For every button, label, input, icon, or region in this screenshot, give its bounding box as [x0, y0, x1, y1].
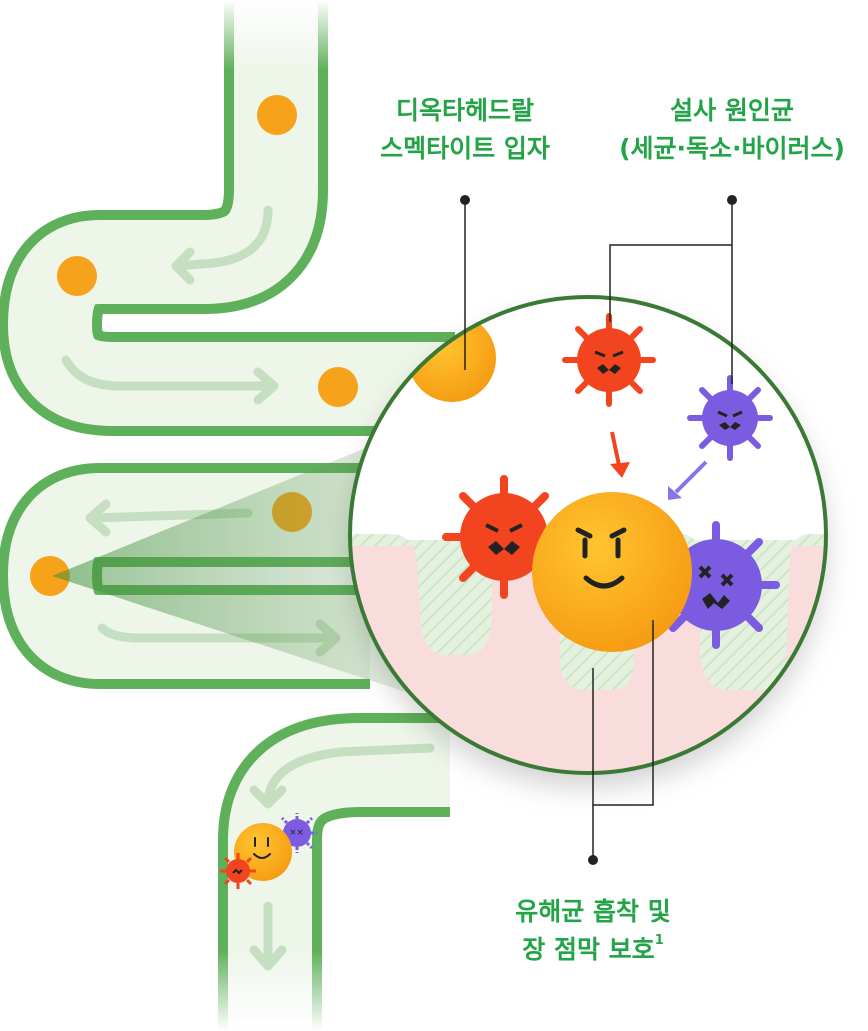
- flow-arrow-icon: [263, 743, 435, 805]
- smectite-particle: [257, 95, 297, 135]
- flow-arrow-icon: [97, 623, 339, 643]
- smectite-particle: [318, 367, 358, 407]
- pathogen-label-line2: (세균·독소·바이러스): [619, 134, 845, 163]
- bacteria-icon: [562, 313, 656, 407]
- virus-icon: [687, 375, 773, 461]
- flow-arrows: [61, 205, 435, 971]
- flow-arrow-icon: [175, 205, 273, 271]
- magnify-beam: [52, 430, 430, 700]
- effect-label-line2: 장 점막 보호: [522, 935, 655, 964]
- effect-footnote: 1: [654, 933, 664, 948]
- attraction-arrows: [610, 431, 708, 500]
- pathogen-label-line1: 설사 원인균: [670, 96, 794, 125]
- effect-label: 유해균 흡착 및 장 점막 보호1: [480, 893, 706, 969]
- bacteria-icon: [220, 853, 256, 889]
- smectite-particle: [532, 492, 692, 652]
- magnified-view-border: [348, 295, 828, 775]
- particle-label-line2: 스멕타이트 입자: [380, 134, 550, 163]
- flow-arrow-icon: [61, 355, 277, 391]
- effect-label-line1: 유해균 흡착 및: [515, 897, 671, 926]
- particle-label-line1: 디옥타헤드랄: [395, 96, 534, 125]
- svg-text:××: ××: [289, 828, 304, 838]
- leader-lines: [464, 200, 733, 860]
- particle-label: 디옥타헤드랄 스멕타이트 입자: [360, 92, 570, 168]
- smectite-particle: [30, 556, 70, 596]
- effect-label-line2-wrap: 장 점막 보호1: [480, 931, 706, 969]
- smectite-particle: [57, 256, 97, 296]
- small-adsorption-group: ××: [220, 813, 317, 889]
- leader-dots: [460, 195, 737, 865]
- pathogen-label: 설사 원인균 (세균·독소·바이러스): [600, 92, 864, 168]
